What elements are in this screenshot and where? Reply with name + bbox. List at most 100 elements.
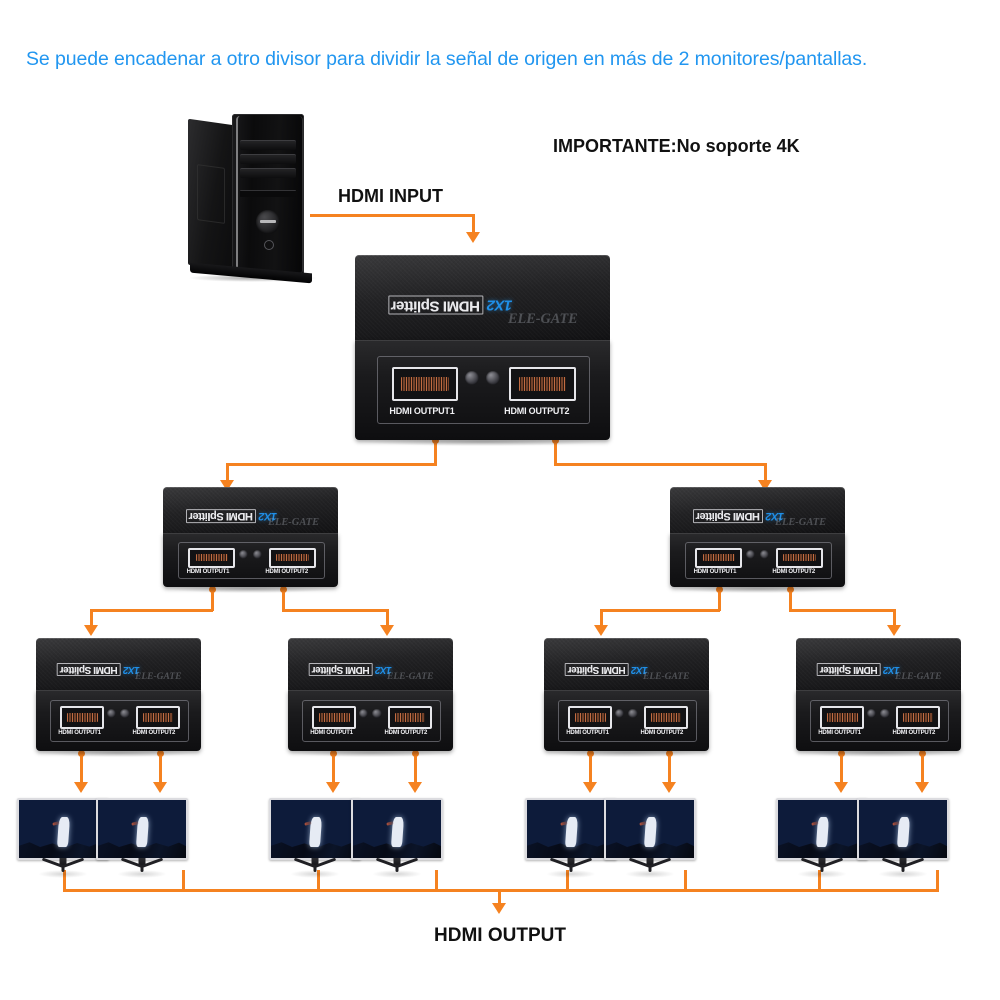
hdmi-port-pins <box>902 713 934 722</box>
l2a-out1-line-v <box>211 589 214 611</box>
monitor-feed-line <box>159 752 162 784</box>
headline-text: Se puede encadenar a otro divisor para d… <box>26 48 868 70</box>
monitor-feed-arrow <box>662 782 676 793</box>
input-connector-line-h <box>310 214 475 217</box>
wallpaper-character <box>564 817 579 848</box>
panel-screw-right <box>485 371 500 386</box>
monitor-3[interactable] <box>269 798 361 878</box>
stand-leg <box>61 865 65 872</box>
hdmi-output1-label: HDMI OUTPUT1 <box>310 730 353 737</box>
hdmi-output1-label: HDMI OUTPUT1 <box>818 730 861 737</box>
hdmi-output1-port[interactable] <box>59 706 105 729</box>
monitor-stand-base <box>797 857 847 878</box>
monitor-stand-neck <box>567 858 575 866</box>
splitter-name-text: HDMI Splitter <box>185 509 256 524</box>
hdmi-output2-label: HDMI OUTPUT2 <box>892 730 936 737</box>
monitor-5[interactable] <box>525 798 617 878</box>
hdmi-output2-port[interactable] <box>509 367 576 401</box>
monitor-4[interactable] <box>351 798 443 878</box>
monitor-feed-arrow <box>408 782 422 793</box>
l2b-out1-line-v <box>718 589 721 611</box>
monitor-stand-base <box>546 857 596 878</box>
splitter-top-shell <box>544 638 709 690</box>
monitor-stand-neck <box>59 858 67 866</box>
stand-leg <box>820 865 824 872</box>
monitor-1[interactable] <box>17 798 109 878</box>
l1-out2-arrow <box>758 480 772 491</box>
bus-output-arrow <box>492 903 506 914</box>
l2a-out2-drop-v <box>386 609 389 627</box>
splitter-top-shell <box>355 255 610 340</box>
monitor-feed-arrow <box>153 782 167 793</box>
l1-out2-line-v <box>554 440 557 465</box>
splitter-port-panel <box>558 699 697 742</box>
hdmi-port-pins <box>518 376 567 391</box>
l1-out1-arrow <box>220 480 234 491</box>
hdmi-output2-port[interactable] <box>895 706 941 729</box>
monitor-feed-line <box>332 752 335 784</box>
panel-screw-left <box>615 708 625 718</box>
hdmi-output1-port[interactable] <box>391 367 459 401</box>
hdmi-output2-port[interactable] <box>387 706 433 729</box>
monitor-stand-base <box>38 857 88 878</box>
computer-tower <box>188 114 318 284</box>
hdmi-output1-label: HDMI OUTPUT1 <box>693 568 737 575</box>
splitter-shadow <box>802 749 955 757</box>
l2a-out1-line-h <box>90 609 213 612</box>
hdmi-output1-port[interactable] <box>311 706 357 729</box>
panel-screw-left <box>465 371 480 386</box>
bus-riser <box>936 870 939 891</box>
hdmi-output1-port[interactable] <box>188 547 236 568</box>
monitor-stand-base <box>117 857 167 878</box>
tower-optical-slot <box>240 190 296 197</box>
tower-drive-bay <box>240 154 296 164</box>
hdmi-output2-port[interactable] <box>775 547 823 568</box>
stand-leg <box>313 865 317 872</box>
monitor-7[interactable] <box>776 798 868 878</box>
monitor-2[interactable] <box>96 798 188 878</box>
splitter-model-text: 1X2 <box>631 663 649 675</box>
hdmi-output1-port[interactable] <box>819 706 865 729</box>
hdmi-output2-port[interactable] <box>643 706 689 729</box>
tower-drive-bay <box>240 140 296 150</box>
monitor-feed-line <box>840 752 843 784</box>
l1-out2-drop-v <box>764 463 767 482</box>
monitor-feed-line <box>80 752 83 784</box>
panel-screw-right <box>628 708 638 718</box>
hdmi-output2-port[interactable] <box>135 706 181 729</box>
important-note: IMPORTANTE:No soporte 4K <box>553 136 800 156</box>
wallpaper-character <box>815 817 830 848</box>
monitor-screen <box>857 798 949 860</box>
l2a-out1-drop-v <box>90 609 93 627</box>
l2b-out2-drop-v <box>893 609 896 627</box>
splitter-top-shell <box>670 487 845 533</box>
splitter-port-panel <box>810 699 949 742</box>
monitor-screen <box>525 798 617 860</box>
bus-horizontal-line <box>63 889 939 892</box>
l2b-out2-line-h <box>789 609 896 612</box>
l1-out1-line-v <box>434 440 437 465</box>
splitter-model-text: 1X2 <box>883 663 901 675</box>
monitor-feed-line <box>668 752 671 784</box>
hdmi-output1-port[interactable] <box>695 547 743 568</box>
splitter-port-panel <box>684 541 833 580</box>
hdmi-output1-port[interactable] <box>567 706 613 729</box>
monitor-6[interactable] <box>604 798 696 878</box>
panel-screw-left <box>107 708 117 718</box>
monitor-8[interactable] <box>857 798 949 878</box>
monitor-stand-base <box>372 857 422 878</box>
stand-shadow <box>878 870 928 878</box>
splitter-name-text: HDMI Splitter <box>388 295 484 315</box>
monitor-screen <box>96 798 188 860</box>
hdmi-output2-port[interactable] <box>268 547 316 568</box>
hdmi-output2-label: HDMI OUTPUT2 <box>772 568 815 575</box>
monitor-feed-arrow <box>915 782 929 793</box>
